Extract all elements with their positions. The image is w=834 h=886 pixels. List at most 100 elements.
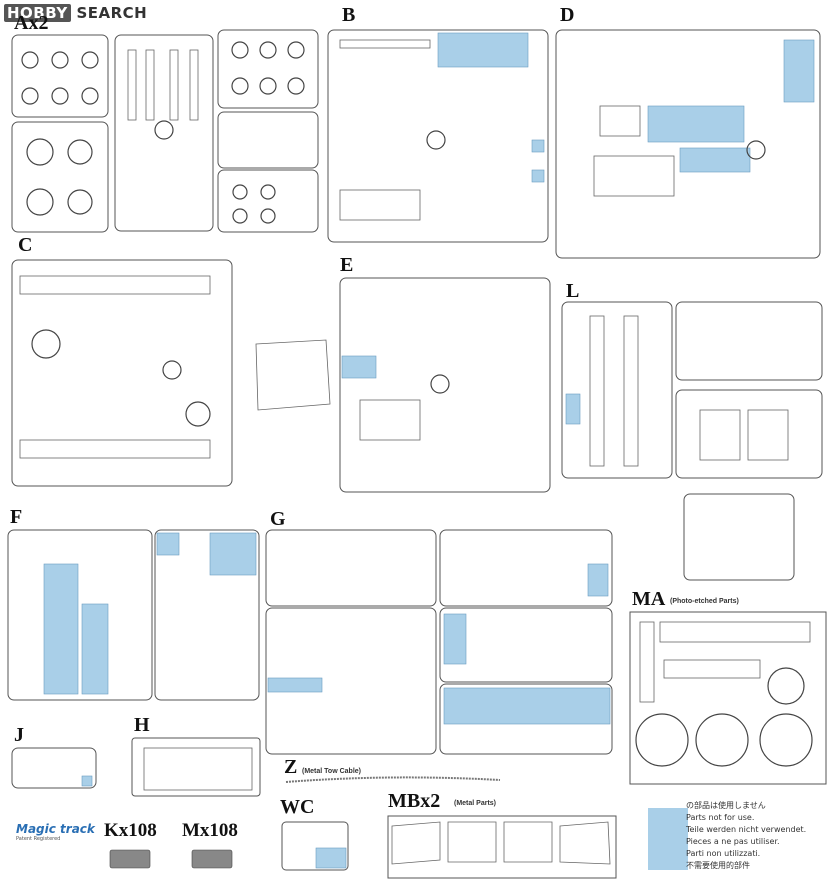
sprue-c-frame xyxy=(11,259,233,487)
j-unused-part xyxy=(81,775,93,787)
wheel xyxy=(81,87,99,105)
mb-plate xyxy=(447,821,497,863)
wheel xyxy=(287,77,305,95)
wheel xyxy=(51,51,69,69)
part-hull-side xyxy=(19,439,211,459)
sprue-x-frame xyxy=(683,493,795,581)
wheel xyxy=(51,87,69,105)
legend-line: Parti non utilizzati. xyxy=(686,849,761,858)
sprue-label-z: Z xyxy=(284,756,298,778)
sprue-label-h: H xyxy=(134,714,150,736)
wheel xyxy=(81,51,99,69)
legend-line: の部品は使用しません xyxy=(686,801,766,810)
sprue-e-frame xyxy=(339,277,551,493)
kx-track-link xyxy=(109,849,151,869)
sprue-g-frame-2 xyxy=(439,529,613,607)
part-rod xyxy=(169,49,179,121)
f-unused-part-2 xyxy=(81,603,109,695)
sprue-label-a: Ax2 xyxy=(14,12,49,34)
mb-subtitle: (Metal Parts) xyxy=(454,800,497,807)
wheel xyxy=(21,87,39,105)
sprue-h-frame xyxy=(131,737,261,797)
pe-ring xyxy=(759,713,813,767)
part-hull-side xyxy=(19,275,211,295)
sprue-label-l: L xyxy=(566,280,580,302)
part-hatch xyxy=(699,409,741,461)
sprue-a-frame-5 xyxy=(217,111,319,169)
sprue-l-frame-2 xyxy=(675,301,823,381)
part-block xyxy=(593,155,675,197)
logo-suffix: SEARCH xyxy=(76,4,148,22)
round-part xyxy=(185,401,211,427)
ma-subtitle: (Photo-etched Parts) xyxy=(670,598,739,605)
sprue-gate xyxy=(426,130,446,150)
z-subtitle: (Metal Tow Cable) xyxy=(302,768,361,775)
sprue-wc-frame xyxy=(281,821,349,871)
tow-cable xyxy=(285,776,501,783)
sprue-d-frame xyxy=(555,29,821,259)
sprue-label-g: G xyxy=(270,508,286,530)
sprue-gate xyxy=(746,140,766,160)
sprue-l-frame-3 xyxy=(675,389,823,479)
pe-ring xyxy=(695,713,749,767)
sprue-g-frame-3 xyxy=(265,607,437,755)
logo-prefix: HOBBY xyxy=(4,4,71,22)
wheel xyxy=(259,41,277,59)
pe-mesh xyxy=(659,621,811,643)
pe-ring-small xyxy=(767,667,805,705)
part-engine-deck xyxy=(143,747,253,791)
sprue-a-frame-1 xyxy=(11,34,109,118)
wc-unused-part xyxy=(315,847,347,869)
sprue-label-wc: WC xyxy=(280,796,315,818)
wheel xyxy=(232,184,248,200)
sprue-l-frame-1 xyxy=(561,301,673,479)
legend-swatch xyxy=(648,808,688,870)
part-hull-long xyxy=(623,315,639,467)
sprue-gate xyxy=(162,360,182,380)
part-rod xyxy=(127,49,137,121)
sprue-label-ma: MA xyxy=(632,588,666,610)
f-unused-part xyxy=(43,563,79,695)
sprue-label-d: D xyxy=(560,4,575,26)
pe-mesh xyxy=(663,659,761,679)
sprue-f-frame-1 xyxy=(7,529,153,701)
pe-mesh xyxy=(639,621,655,703)
sprue-gate xyxy=(154,120,174,140)
pe-ring xyxy=(635,713,689,767)
mb-plate xyxy=(559,821,611,865)
part-turret xyxy=(255,339,331,411)
f-unused-part-3 xyxy=(156,532,180,556)
sprue-label-b: B xyxy=(342,4,356,26)
wheel xyxy=(260,208,276,224)
sprue-gate xyxy=(430,374,450,394)
part-bar xyxy=(339,39,431,49)
round-part xyxy=(31,329,61,359)
part-hull-long xyxy=(589,315,605,467)
sprue-a-frame-3 xyxy=(114,34,214,232)
d-unused-part xyxy=(783,39,815,103)
legend-text: の部品は使用しません Parts not for use. Teile werd… xyxy=(686,800,806,872)
sprue-a-frame-2 xyxy=(11,121,109,233)
mb-plate xyxy=(503,821,553,863)
kx-label: Kx108 xyxy=(104,820,157,841)
sprue-b-frame xyxy=(327,29,549,243)
l-unused-part xyxy=(565,393,581,425)
sprue-label-j: J xyxy=(14,724,24,746)
sprue-label-c: C xyxy=(18,234,33,256)
d-unused-part-3 xyxy=(679,147,751,173)
mb-plate xyxy=(391,821,441,865)
g-unused-part-3 xyxy=(267,677,323,693)
sprue-g-frame-1 xyxy=(265,529,437,607)
g-unused-part xyxy=(587,563,609,597)
d-unused-part-2 xyxy=(647,105,745,143)
sprue-label-mb: MBx2 xyxy=(388,790,441,812)
wheel xyxy=(21,51,39,69)
sprue-g-frame-4 xyxy=(439,607,613,683)
sprue-a-frame-4 xyxy=(217,29,319,109)
sprue-mb-frame xyxy=(387,815,617,879)
site-logo: HOBBY SEARCH xyxy=(4,4,147,22)
mx-track-link xyxy=(191,849,233,869)
wheel xyxy=(260,184,276,200)
idler-wheel xyxy=(67,139,93,165)
